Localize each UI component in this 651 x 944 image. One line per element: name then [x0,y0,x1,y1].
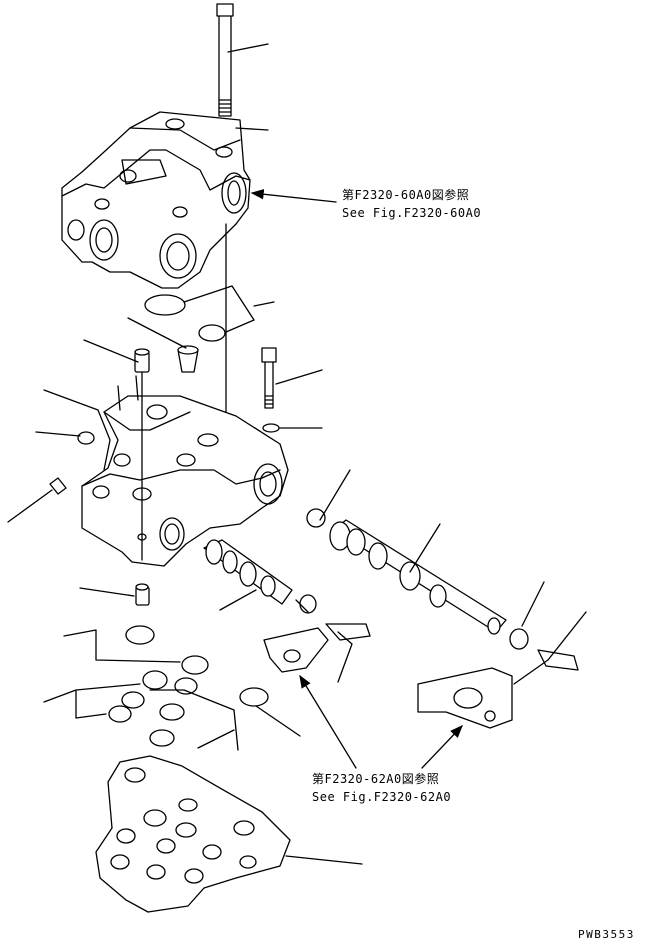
nut [306,508,326,528]
reference-label-en: See Fig.F2320-60A0 [342,206,482,220]
upper-valve-body [61,111,251,289]
reference-arrow [250,189,337,203]
lower-valve-body [81,375,289,567]
plug-lower [135,583,150,606]
reference-label-en: See Fig.F2320-62A0 [312,790,452,804]
orifice-plug [177,345,199,373]
drawing-number: PWB3553 [578,928,635,941]
reference-arrow [299,674,357,769]
short-bolt [261,347,277,409]
main-spool [329,519,507,635]
seal [77,431,95,445]
nut [509,628,529,650]
leader-lines [7,43,587,865]
lever-large [417,649,579,729]
bottom-plate [95,755,291,913]
reference-label-jp: 第F2320-62A0図参照 [312,772,440,786]
reference-label-jp: 第F2320-60A0図参照 [342,188,470,202]
long-bolt [216,3,234,117]
spool [203,539,293,605]
washer [262,423,280,433]
lever-small [263,623,371,673]
o-ring [198,324,226,342]
small-screw [49,477,67,495]
o-ring [144,294,186,316]
seal-set [108,625,269,747]
plug [134,348,150,373]
nut [299,594,317,614]
reference-arrow [421,725,463,769]
